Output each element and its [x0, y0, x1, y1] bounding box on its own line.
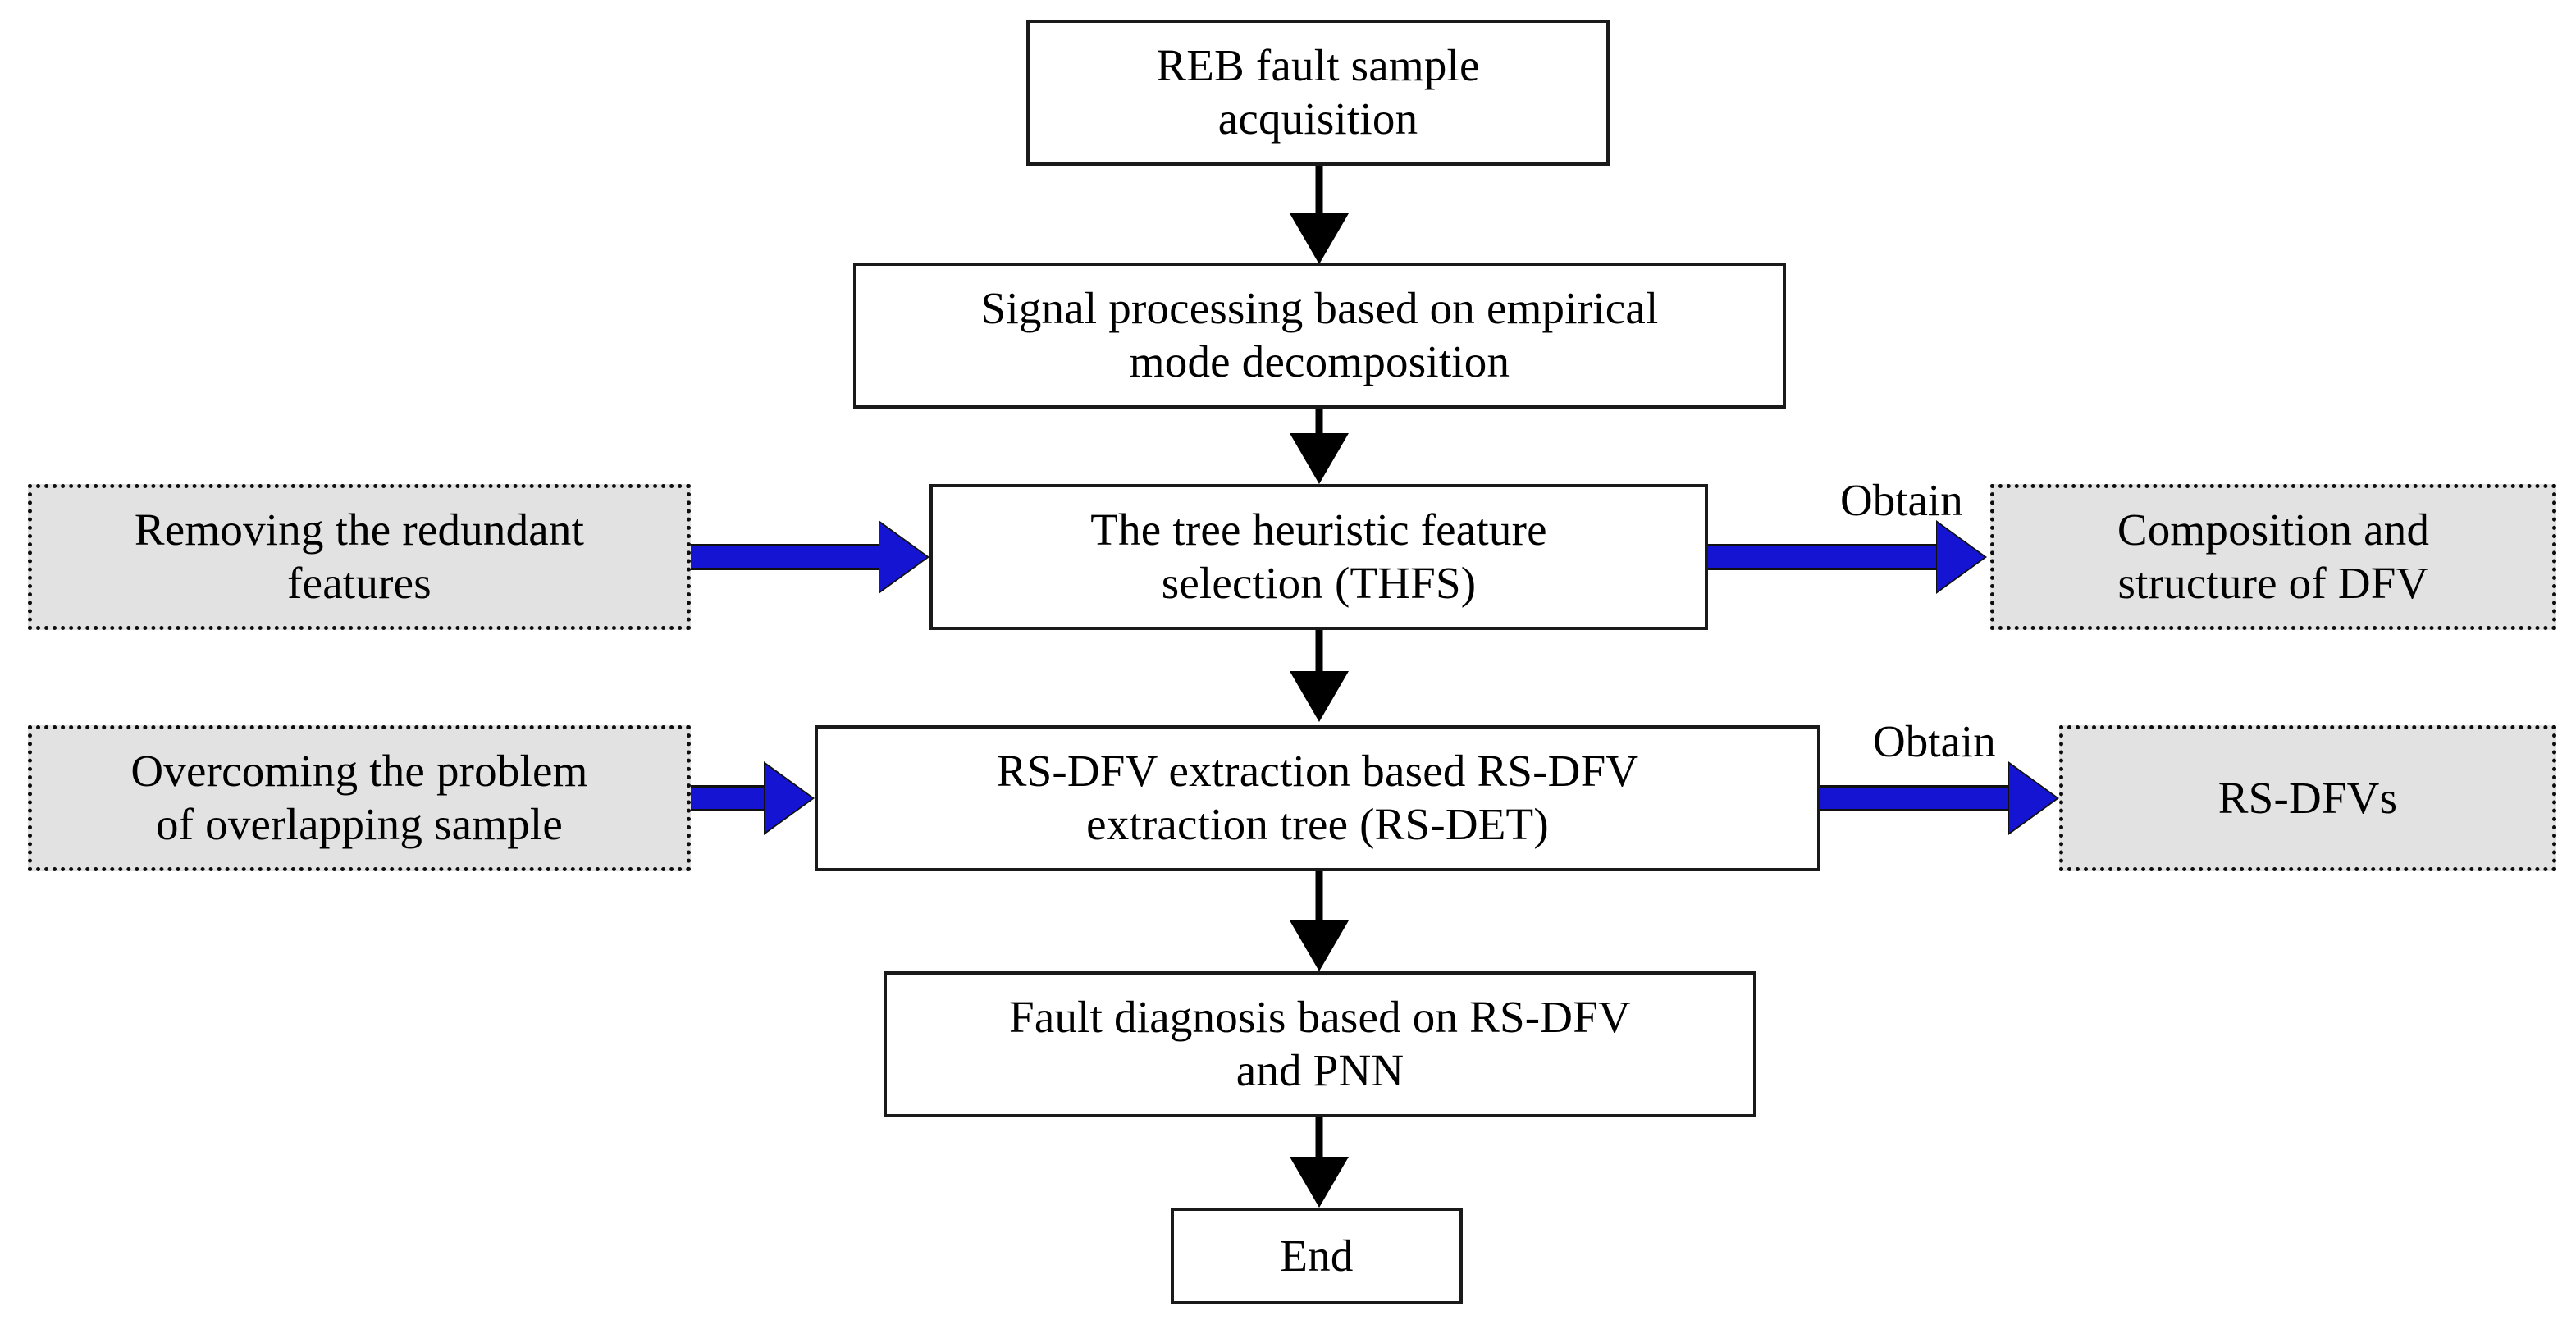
arrow-thfs-to-composition-structure — [1708, 520, 1987, 594]
node-overcoming-overlapping-sample-label: Overcoming the problem of overlapping sa… — [32, 745, 687, 852]
node-rs-dfvs: RS-DFVs — [2059, 725, 2556, 871]
node-line-1: Signal processing based on empirical — [980, 283, 1659, 334]
node-line-2: features — [287, 558, 432, 608]
arrow-overcoming-sample-to-rs-det — [691, 761, 815, 835]
node-line-1: RS-DFV extraction based RS-DFV — [996, 746, 1639, 797]
arrow-stem — [1315, 166, 1323, 217]
node-signal-processing-emd-label: Signal processing based on empirical mod… — [856, 282, 1783, 389]
arrow-head — [2009, 764, 2057, 833]
node-line-1: The tree heuristic feature — [1090, 505, 1547, 555]
edge-label-obtain-rsdet: Obtain — [1873, 716, 1996, 766]
edge-label-obtain-thfs: Obtain — [1840, 475, 1963, 525]
arrow-head — [1290, 671, 1349, 722]
arrow-rs-det-to-fault-diagnosis — [1288, 871, 1350, 971]
node-line-1: Fault diagnosis based on RS-DFV — [1009, 992, 1631, 1043]
arrow-head — [1937, 523, 1985, 591]
node-line-1: Composition and — [2117, 505, 2430, 555]
node-tree-heuristic-feature-selection: The tree heuristic feature selection (TH… — [929, 484, 1708, 630]
node-end: End — [1171, 1208, 1463, 1304]
node-reb-fault-sample-acquisition: REB fault sample acquisition — [1026, 20, 1610, 166]
arrow-stem — [1315, 409, 1323, 436]
node-line-2: mode decomposition — [1129, 336, 1510, 386]
node-end-label: End — [1280, 1230, 1354, 1281]
arrow-shaft — [1708, 544, 1939, 570]
node-removing-redundant-features: Removing the redundant features — [28, 484, 691, 630]
node-rs-dfv-extraction-tree-label: RS-DFV extraction based RS-DFV extractio… — [818, 745, 1817, 852]
arrow-shaft — [691, 785, 767, 811]
node-line-2: acquisition — [1217, 94, 1418, 144]
node-composition-structure-dfv: Composition and structure of DFV — [1990, 484, 2556, 630]
arrow-head — [1290, 1157, 1349, 1208]
arrow-stem — [1315, 871, 1323, 924]
arrow-shaft — [691, 544, 882, 570]
node-line-2: and PNN — [1235, 1045, 1404, 1095]
arrow-head — [1290, 920, 1349, 971]
node-line-1: Removing the redundant — [134, 505, 585, 555]
arrow-removing-features-to-thfs — [691, 520, 929, 594]
node-removing-redundant-features-label: Removing the redundant features — [32, 504, 687, 610]
node-rs-dfv-extraction-tree: RS-DFV extraction based RS-DFV extractio… — [815, 725, 1820, 871]
node-overcoming-overlapping-sample: Overcoming the problem of overlapping sa… — [28, 725, 691, 871]
arrow-thfs-to-rs-det — [1288, 630, 1350, 722]
node-line-2: of overlapping sample — [155, 799, 563, 849]
arrow-head — [1290, 213, 1349, 264]
node-fault-diagnosis-pnn-label: Fault diagnosis based on RS-DFV and PNN — [887, 991, 1753, 1098]
arrow-stem — [1315, 630, 1323, 674]
arrow-fault-diagnosis-to-end — [1288, 1117, 1350, 1208]
arrow-head — [1290, 433, 1349, 484]
node-signal-processing-emd: Signal processing based on empirical mod… — [853, 263, 1786, 409]
node-line-1: Overcoming the problem — [130, 746, 588, 797]
node-reb-fault-sample-acquisition-label: REB fault sample acquisition — [1030, 39, 1606, 146]
arrow-shaft — [1820, 785, 2012, 811]
node-tree-heuristic-feature-selection-label: The tree heuristic feature selection (TH… — [933, 504, 1705, 610]
node-line-2: structure of DFV — [2117, 558, 2429, 608]
arrow-stem — [1315, 1117, 1323, 1160]
node-fault-diagnosis-pnn: Fault diagnosis based on RS-DFV and PNN — [884, 971, 1756, 1117]
node-line-2: extraction tree (RS-DET) — [1086, 799, 1549, 849]
arrow-acquisition-to-signal-processing — [1288, 166, 1350, 264]
node-line-2: selection (THFS) — [1161, 558, 1477, 608]
node-line-1: REB fault sample — [1156, 40, 1480, 91]
node-rs-dfvs-label: RS-DFVs — [2217, 772, 2398, 823]
node-composition-structure-dfv-label: Composition and structure of DFV — [1994, 504, 2552, 610]
arrow-head — [765, 764, 812, 833]
arrow-head — [879, 523, 927, 591]
arrow-rs-det-to-rs-dfvs — [1820, 761, 2059, 835]
arrow-signal-processing-to-thfs — [1288, 409, 1350, 484]
